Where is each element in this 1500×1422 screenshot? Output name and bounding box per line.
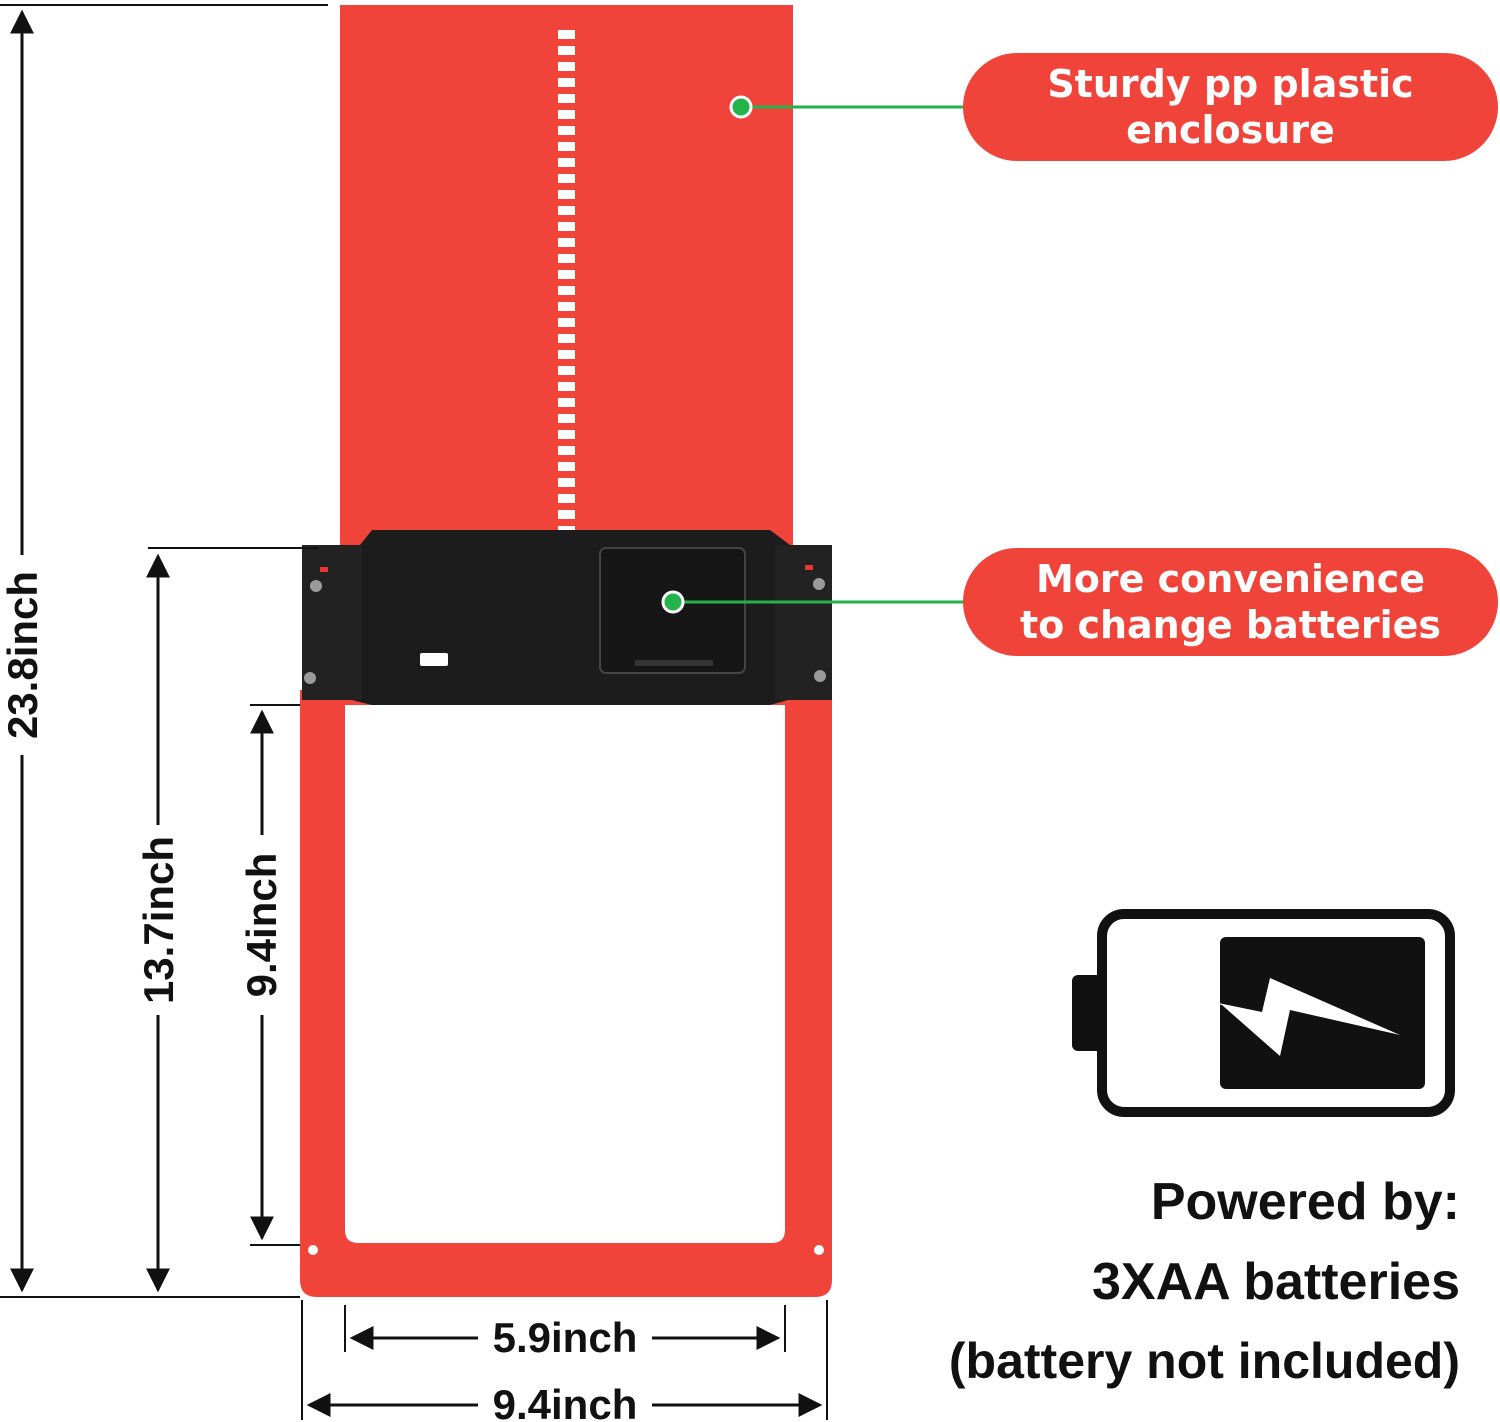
door-frame (300, 690, 832, 1297)
battery-cover-latch (635, 660, 713, 666)
housing-screw (814, 670, 826, 682)
power-switch (420, 653, 448, 666)
track-slot (558, 62, 575, 71)
enclosure-callout-line-1: Sturdy pp plastic (1047, 61, 1414, 106)
track-slot (558, 270, 575, 279)
housing-screw (310, 580, 322, 592)
frame-width-label: 9.4inch (493, 1381, 638, 1422)
track-slot (558, 510, 575, 519)
track-slot (558, 238, 575, 247)
housing-screw (304, 672, 316, 684)
lightning-bolt-icon (1155, 978, 1400, 1056)
opening-width-label: 5.9inch (493, 1314, 638, 1361)
track-slot (558, 350, 575, 359)
track-slot (558, 414, 575, 423)
batteries-callout-line-1: More convenience (1035, 556, 1426, 601)
frame-screw-hole-right (814, 1245, 824, 1255)
batteries-callout-dot (661, 590, 685, 614)
track-slot (558, 158, 575, 167)
track-slot (558, 190, 575, 199)
track-slot (558, 462, 575, 471)
indicator-light (805, 565, 813, 570)
battery-type-text: 3XAA batteries (1092, 1253, 1460, 1311)
track-slot (558, 46, 575, 55)
battery-note-text: (battery not included) (948, 1333, 1460, 1389)
opening-height-label: 9.4inch (238, 853, 285, 998)
indicator-light (320, 567, 328, 572)
enclosure-callout: Sturdy pp plastic enclosure (963, 53, 1498, 161)
track-slot (558, 494, 575, 503)
track-slot (558, 174, 575, 183)
track-slot (558, 430, 575, 439)
frame-height-label: 13.7inch (135, 836, 182, 1004)
track-slot (558, 302, 575, 311)
track-slot (558, 254, 575, 263)
track-slot (558, 126, 575, 135)
track-slot (558, 206, 575, 215)
track-slot (558, 110, 575, 119)
track-slot (558, 30, 575, 39)
track-slot (558, 142, 575, 151)
batteries-callout-line-2: to change batteries (1019, 603, 1442, 647)
battery-charging-icon (1072, 909, 1455, 1117)
batteries-callout: More convenience to change batteries (963, 548, 1498, 656)
enclosure-callout-line-2: enclosure (1126, 108, 1335, 152)
enclosure-callout-dot (729, 95, 753, 119)
housing-screw (813, 578, 825, 590)
track-slot (558, 382, 575, 391)
track-slot (558, 94, 575, 103)
motor-housing (302, 530, 832, 705)
track-slot (558, 286, 575, 295)
track-slot (558, 366, 575, 375)
track-slot (558, 222, 575, 231)
total-height-label: 23.8inch (0, 571, 46, 739)
track-slot (558, 446, 575, 455)
track-slot (558, 478, 575, 487)
frame-screw-hole-left (308, 1245, 318, 1255)
track-slot (558, 398, 575, 407)
track-slot (558, 318, 575, 327)
track-slot (558, 78, 575, 87)
track-slot (558, 334, 575, 343)
powered-by-heading: Powered by: (1150, 1173, 1460, 1231)
